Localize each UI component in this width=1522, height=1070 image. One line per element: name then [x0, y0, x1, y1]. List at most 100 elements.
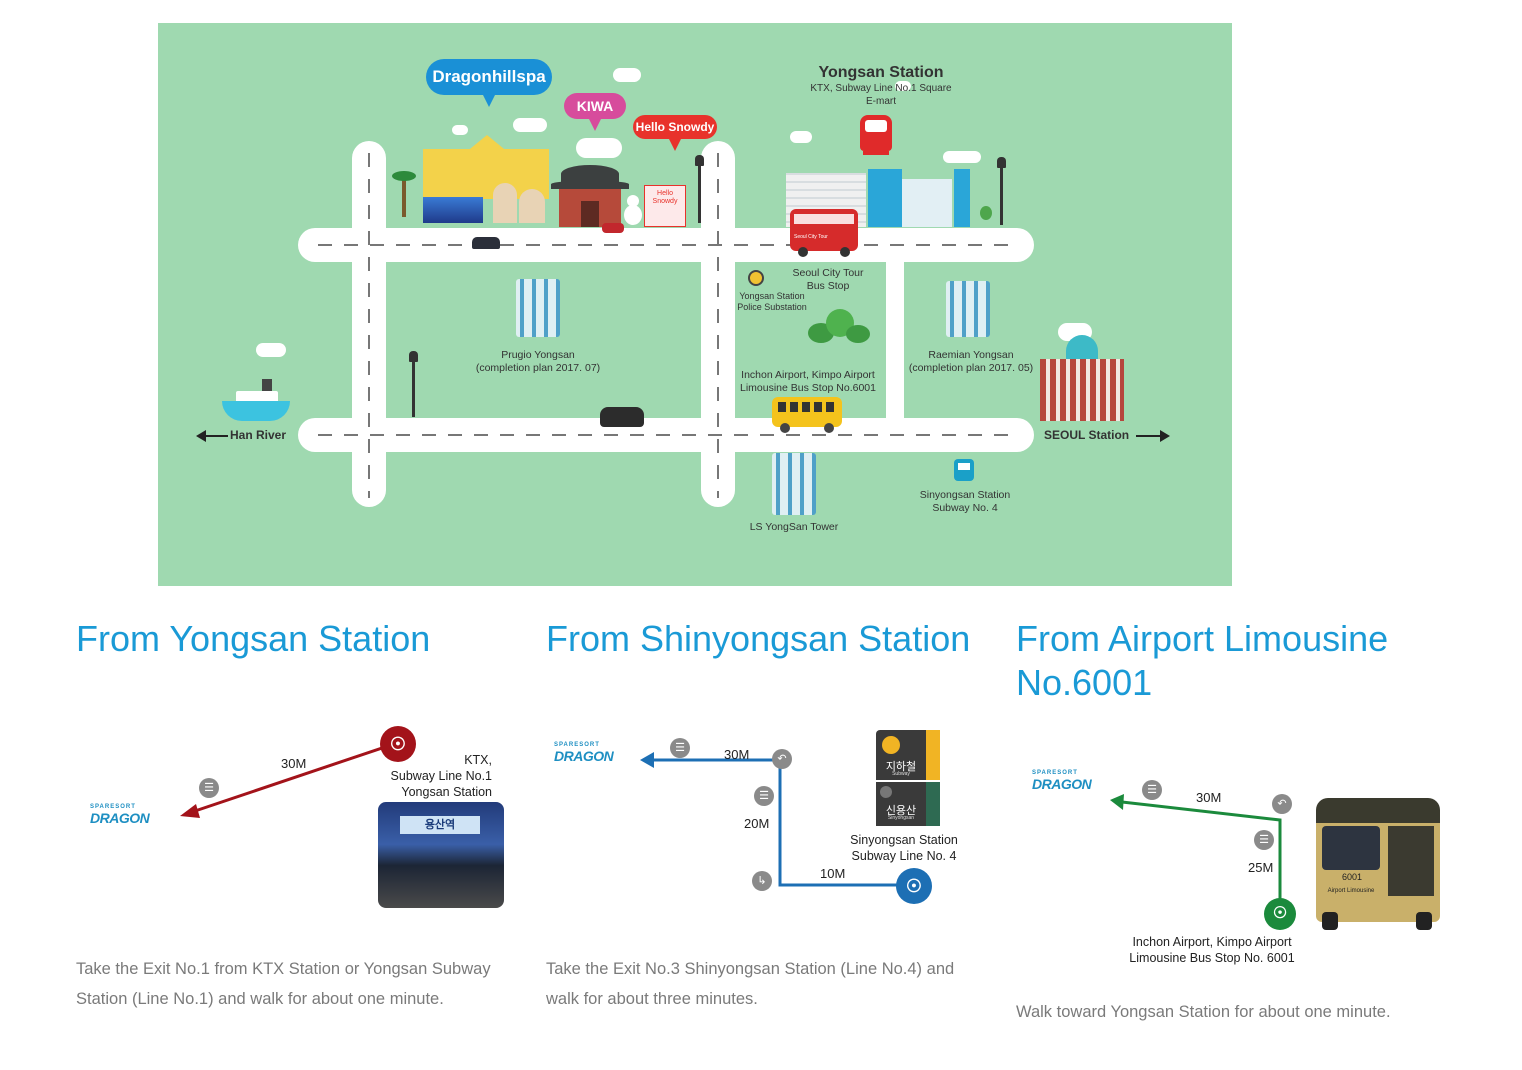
raemian-building — [946, 281, 990, 337]
limousine-stop-label: Inchon Airport, Kimpo Airport Limousine … — [1129, 935, 1295, 965]
dragonhill-logo: SPARESORT DRAGON — [1032, 770, 1092, 792]
walk-icon: ☰ — [1142, 780, 1162, 800]
limousine-bus: 6001 Airport Limousine — [1306, 798, 1446, 932]
airport-limousine-section-title: From Airport Limousine No.6001 — [1016, 618, 1389, 703]
logo-main-text: DRAGON — [1032, 776, 1092, 792]
han-river-label: Han River — [230, 428, 287, 442]
yongsan-route-line — [180, 746, 383, 818]
walk-icon: ☰ — [1254, 830, 1274, 850]
kiwa-building — [551, 165, 629, 227]
east-arrow-icon — [1136, 430, 1170, 442]
shinyongsan-distance-3: 10M — [820, 866, 846, 881]
yongsan-distance: 30M — [281, 756, 307, 771]
dragonhillspa-bubble: Dragonhillspa — [426, 59, 552, 107]
dragonhill-logo: SPARESORT DRAGON — [90, 804, 150, 826]
logo-top-text: SPARESORT — [90, 804, 136, 810]
cloud — [452, 125, 468, 135]
ship-icon — [222, 379, 290, 423]
raemian-label: Raemian Yongsan (completion plan 2017. 0… — [908, 349, 1034, 374]
yongsan-description: Take the Exit No.1 from KTX Station or Y… — [76, 960, 491, 1008]
yongsan-station-title: Yongsan Station — [818, 64, 944, 81]
limousine-description: Walk toward Yongsan Station for about on… — [1016, 1003, 1391, 1021]
seoul-station-building — [1040, 335, 1124, 421]
lane-upper — [318, 244, 1018, 246]
dragonhill-logo: SPARESORT DRAGON — [554, 742, 614, 764]
cloud — [790, 131, 812, 143]
limousine-route-line — [1110, 794, 1282, 910]
logo-top-text: SPARESORT — [554, 742, 600, 748]
cloud — [895, 81, 911, 91]
hello-snowdy-shop: Hello Snowdy — [644, 185, 686, 227]
shinyongsan-route-diagram: SPARESORT DRAGON ☰ 30M ↶ ☰ 20M ↳ 10M ☉ 지… — [546, 720, 966, 920]
subway-station-icon: ☉ — [896, 868, 932, 904]
road-small — [886, 261, 904, 421]
ls-tower-building — [772, 453, 816, 515]
shinyongsan-route-line — [640, 752, 898, 887]
location-map: Dragonhillspa KIWA Hello Snowdy Hello Sn… — [158, 23, 1232, 586]
black-taxi — [600, 407, 644, 427]
subway-sign-bottom-en: Sinyongsan — [887, 815, 915, 821]
logo-main-text: DRAGON — [90, 810, 150, 826]
palm-leaves — [392, 171, 416, 181]
walk-icon: ☰ — [754, 786, 774, 806]
bus-sign: Seoul City Tour — [794, 234, 828, 240]
limousine-label: Inchon Airport, Kimpo Airport Limousine … — [739, 369, 876, 394]
trees — [808, 309, 872, 343]
sinyongsan-label: Sinyongsan Station Subway No. 4 — [919, 489, 1011, 514]
train-station-icon: ☉ — [380, 726, 416, 762]
limousine-distance-2: 25M — [1248, 860, 1274, 875]
black-car — [472, 237, 500, 249]
hello-snowdy-bubble: Hello Snowdy — [633, 115, 717, 151]
yongsan-station-sub2: E-mart — [866, 96, 896, 107]
limousine-route-diagram: SPARESORT DRAGON ☰ 30M ↶ ☰ 25M ☉ Inchon … — [1016, 750, 1456, 970]
bus-number: 6001 — [1341, 872, 1363, 882]
train-icon — [860, 115, 892, 155]
yongsan-station-sub1: KTX, Subway Line No.1 Square — [810, 83, 952, 94]
yongsan-station-photo: 용산역 — [378, 802, 504, 908]
shinyongsan-section-title: From Shinyongsan Station — [546, 618, 971, 659]
yongsan-section-title: From Yongsan Station — [76, 618, 431, 659]
subway-sign-pillar: 지하철 Subway 신용산 Sinyongsan — [876, 730, 940, 830]
cloud — [513, 118, 547, 132]
shinyongsan-distance-1: 30M — [724, 747, 750, 762]
prugio-label: Prugio Yongsan (completion plan 2017. 07… — [475, 349, 601, 374]
cloud — [256, 343, 286, 357]
cloud — [943, 151, 981, 163]
limousine-distance-1: 30M — [1196, 790, 1222, 805]
snowman — [624, 195, 642, 225]
cloud — [613, 68, 641, 82]
bus-brand: Airport Limousine — [1327, 888, 1375, 894]
lane-lower — [318, 434, 1018, 436]
city-tour-bus: Seoul City Tour — [790, 209, 858, 257]
prugio-building — [516, 279, 560, 337]
lamp-post-icon — [997, 157, 1006, 225]
walk-icon: ☰ — [670, 738, 690, 758]
lamp-post-icon — [409, 351, 418, 417]
bus-stop-icon: ☉ — [1264, 898, 1296, 930]
yellow-bus — [772, 397, 842, 433]
snowdy-sign: Hello Snowdy — [652, 190, 678, 205]
small-tree — [980, 206, 992, 220]
shinyongsan-description: Take the Exit No.3 Shinyongsan Station (… — [546, 960, 955, 1008]
yongsan-route-diagram: 30M ☰ ☉ KTX, Subway Line No.1 Yongsan St… — [76, 720, 516, 920]
police-icon — [748, 270, 764, 286]
cars-row — [602, 223, 624, 233]
cloud — [576, 138, 622, 158]
walk-icon: ☰ — [199, 778, 219, 798]
dragonhillspa-building — [423, 135, 549, 225]
kiwa-bubble: KIWA — [564, 93, 626, 131]
subway-sign-top-en: Subway — [892, 771, 910, 777]
subway-sign-bottom: 신용산 — [885, 805, 917, 817]
lamp-post-icon — [695, 155, 704, 223]
lane-middle — [717, 153, 719, 498]
west-arrow-icon — [196, 430, 228, 442]
logo-top-text: SPARESORT — [1032, 770, 1078, 776]
yongsan-station-label: KTX, Subway Line No.1 Yongsan Station — [390, 753, 492, 799]
photo-sign: 용산역 — [400, 816, 480, 834]
police-label: Yongsan Station Police Substation — [737, 291, 807, 312]
ls-tower-label: LS YongSan Tower — [749, 521, 839, 533]
turn-left-icon: ↶ — [772, 749, 792, 769]
seoul-city-tour-label: Seoul City Tour Bus Stop — [792, 267, 864, 292]
logo-main-text: DRAGON — [554, 748, 614, 764]
turn-left-icon: ↶ — [1272, 794, 1292, 814]
